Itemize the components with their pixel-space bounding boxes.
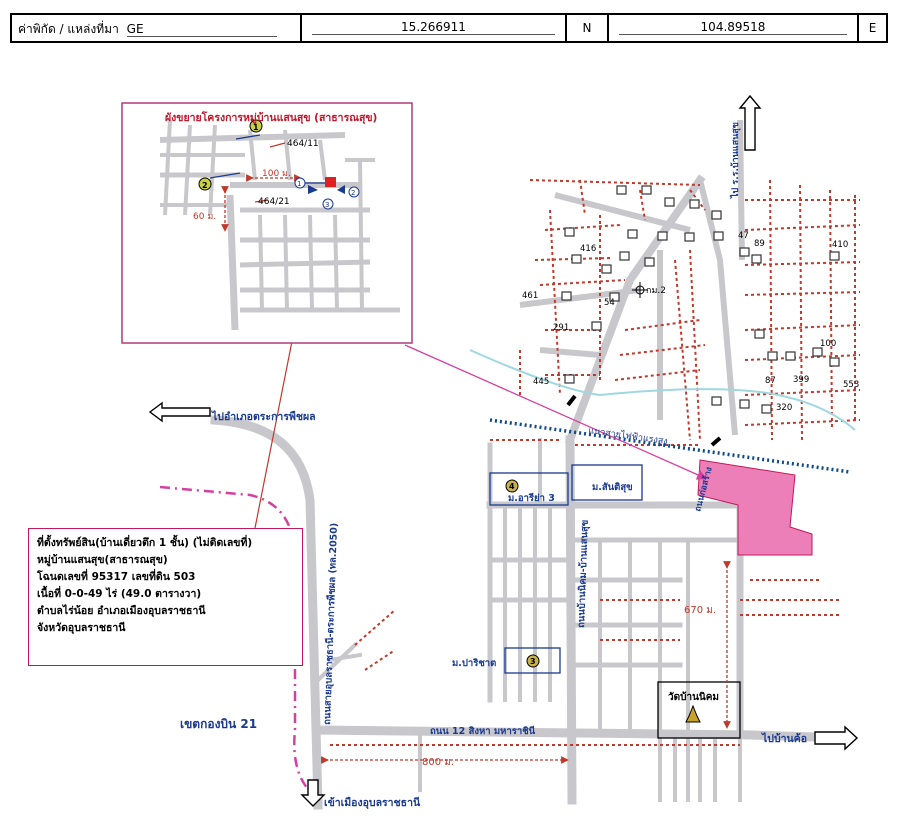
inset-marker-s1: 1 (297, 180, 301, 188)
dist-800: 800 ม. (422, 757, 454, 768)
house-291: 291 (553, 323, 569, 333)
property-info-box: ที่ตั้งทรัพย์สิน(บ้านเดี่ยวตึก 1 ชั้น) (… (28, 528, 303, 666)
km2-label: กม.2 (646, 286, 666, 296)
arrow-down-icon (300, 779, 326, 807)
inset-marker-1: 1 (253, 123, 259, 132)
longitude-cell: 104.89518 (609, 15, 859, 41)
inset-map (121, 102, 413, 344)
coordinate-header: ค่าพิกัด / แหล่งที่มา GE 15.266911 N 104… (10, 13, 888, 43)
direction-arrows (148, 94, 859, 807)
info-line-2: หมู่บ้านแสนสุข(สาธารณสุข) (37, 554, 168, 566)
place-m4-num: 4 (509, 482, 515, 491)
info-line-3: โฉนดเลขที่ 95317 เลขที่ดิน 503 (37, 571, 196, 583)
arrow-up-icon (738, 94, 762, 151)
inset-marker-2: 2 (202, 181, 208, 190)
longitude-dir: E (868, 21, 877, 35)
house-100: 100 (820, 339, 836, 349)
arrow-right-icon (814, 725, 859, 751)
place-markers (505, 479, 540, 668)
road-label-top-right: ไป ร.ร.บ้านแสนสุข (729, 122, 741, 199)
road-markers (566, 394, 722, 447)
house-399: 399 (793, 375, 809, 385)
house-553: 553 (843, 380, 859, 390)
subject-area (697, 459, 813, 556)
upper-village (519, 119, 861, 441)
house-320: 320 (776, 403, 792, 413)
info-line-4: เนื้อที่ 0-0-49 ไร่ (49.0 ตารางวา) (37, 588, 202, 600)
lot-464-11: 464/11 (287, 139, 319, 149)
arrow-left-icon (148, 401, 211, 423)
road-label-left-top: ไปอำเภอตระการพืชผล (211, 410, 316, 423)
header-label: ค่าพิกัด / แหล่งที่มา (18, 22, 119, 36)
road-label-right-exit: ไปบ้านค้อ (761, 732, 807, 745)
place-m5-num: 3 (530, 657, 536, 666)
house-445: 445 (533, 377, 549, 387)
latitude-value: 15.266911 (312, 20, 555, 35)
latitude-cell: 15.266911 (302, 15, 567, 41)
house-461: 461 (522, 291, 538, 301)
info-line-5: ตำบลไร่น้อย อำเภอเมืองอุบลราชธานี (37, 605, 206, 617)
inset-dist-60: 60 ม. (193, 212, 216, 222)
longitude-value: 104.89518 (619, 20, 847, 35)
main-roads (210, 174, 820, 810)
inset-dist-100: 100 ม. (262, 169, 291, 179)
latitude-dir: N (567, 15, 609, 41)
dist-670: 670 ม. (684, 605, 716, 616)
place-wat-label: วัดบ้านนิคม (668, 691, 719, 703)
road-label-village: ถนนบ้านนิคม-บ้านแสนสุข (575, 520, 591, 629)
distance-arrows (321, 561, 731, 764)
house-54: 54 (604, 298, 615, 308)
km2-marker (632, 282, 648, 298)
source-value: GE (126, 22, 144, 36)
stream (469, 349, 856, 431)
header-label-cell: ค่าพิกัด / แหล่งที่มา GE (12, 15, 302, 41)
house-87: 87 (765, 376, 776, 386)
road-label-bottom: ถนน 12 สิงหา มหาราชินี (430, 725, 536, 737)
house-416: 416 (580, 244, 596, 254)
place-m3-label: ม.อารีย่า 3 (508, 492, 555, 504)
info-line-6: จังหวัดอุบลราชธานี (37, 622, 126, 634)
house-410: 410 (832, 240, 848, 250)
house-89: 89 (754, 239, 765, 249)
lot-464-21: 464/21 (258, 197, 290, 207)
parcel-lines-lower (330, 439, 840, 746)
temple-icon (685, 704, 701, 723)
airbase-label: เขตกองบิน 21 (180, 717, 257, 731)
source-field: GE (126, 22, 277, 37)
place-santisuk-label: ม.สันติสุข (592, 482, 633, 493)
road-label-bottom-down: เข้าเมืองอุบลราชธานี (324, 796, 421, 810)
powerline (489, 418, 851, 474)
place-parichat-label: ม.ปาริชาต (452, 657, 496, 669)
inset-marker-s2: 2 (351, 189, 355, 197)
house-47: 47 (738, 231, 749, 241)
inset-marker-s3: 3 (325, 201, 329, 209)
info-line-1: ที่ตั้งทรัพย์สิน(บ้านเดี่ยวตึก 1 ชั้น) (… (37, 537, 253, 549)
place-boxes (489, 464, 741, 739)
pointer-line (404, 344, 708, 480)
road-label-main: ถนนสายอุบลราชธานี-ตระการพืชผล (ทล.2050) (321, 523, 340, 726)
inset-title: ผังขยายโครงการหมู่บ้านแสนสุข (สาธารณสุข) (165, 111, 377, 125)
